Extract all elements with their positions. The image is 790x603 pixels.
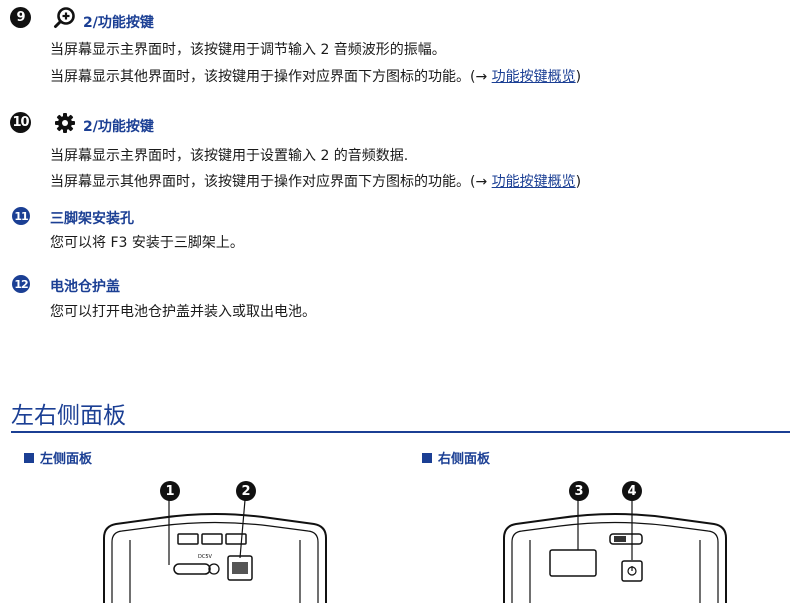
item-number-badge: 9 [10, 7, 31, 28]
zoom-in-icon [54, 7, 75, 28]
left-panel-label-text: 左侧面板 [40, 452, 93, 467]
item-title: 2/功能按键 [83, 119, 154, 135]
hold-switch [609, 533, 643, 545]
function-keys-overview-link[interactable]: 功能按键概览 [491, 174, 576, 190]
item-description-line: 您可以打开电池仓护盖并装入或取出电池。 [50, 304, 316, 320]
callout-1: 1 [160, 481, 180, 501]
square-bullet-icon [24, 453, 34, 463]
callout-2: 2 [236, 481, 256, 501]
left-side-panel-illustration: DC5V [103, 500, 327, 603]
function-keys-overview-link[interactable]: 功能按键概览 [491, 69, 576, 85]
item-number-badge: 10 [10, 112, 31, 133]
callout-4: 4 [622, 481, 642, 501]
left-panel-label: 左侧面板 [24, 448, 92, 467]
item-number-badge: 12 [12, 275, 30, 293]
side-cover [549, 549, 597, 577]
item-number-badge: 11 [12, 207, 30, 225]
item-description-line: 您可以将 F3 安装于三脚架上。 [50, 235, 244, 251]
callout-3: 3 [569, 481, 589, 501]
right-panel-label-text: 右侧面板 [438, 452, 491, 467]
section-title: 左右侧面板 [11, 403, 126, 429]
usb-symbol-label: DC5V [198, 554, 213, 560]
item-title: 三脚架安装孔 [50, 211, 134, 227]
item-description-text: 当屏幕显示其他界面时，该按键用于操作对应界面下方图标的功能。(→ [50, 69, 492, 85]
right-side-panel-illustration [503, 500, 727, 603]
item-description-text: 当屏幕显示其他界面时，该按键用于操作对应界面下方图标的功能。(→ [50, 174, 492, 190]
item-description-line: 当屏幕显示主界面时，该按键用于调节输入 2 音频波形的振幅。 [50, 42, 446, 58]
item-description-line: 当屏幕显示其他界面时，该按键用于操作对应界面下方图标的功能。(→ 功能按键概览) [50, 65, 581, 89]
right-panel-label: 右侧面板 [422, 448, 490, 467]
item-title: 电池仓护盖 [50, 279, 120, 295]
item-description-line: 当屏幕显示其他界面时，该按键用于操作对应界面下方图标的功能。(→ 功能按键概览) [50, 170, 581, 194]
link-close-paren: ) [575, 69, 582, 85]
section-divider [11, 431, 790, 433]
gear-icon [55, 113, 75, 133]
item-title: 2/功能按键 [83, 15, 154, 31]
usb-port [173, 563, 211, 575]
link-close-paren: ) [575, 174, 582, 190]
square-bullet-icon [422, 453, 432, 463]
item-description-line: 当屏幕显示主界面时，该按键用于设置输入 2 的音频数据. [50, 148, 409, 164]
